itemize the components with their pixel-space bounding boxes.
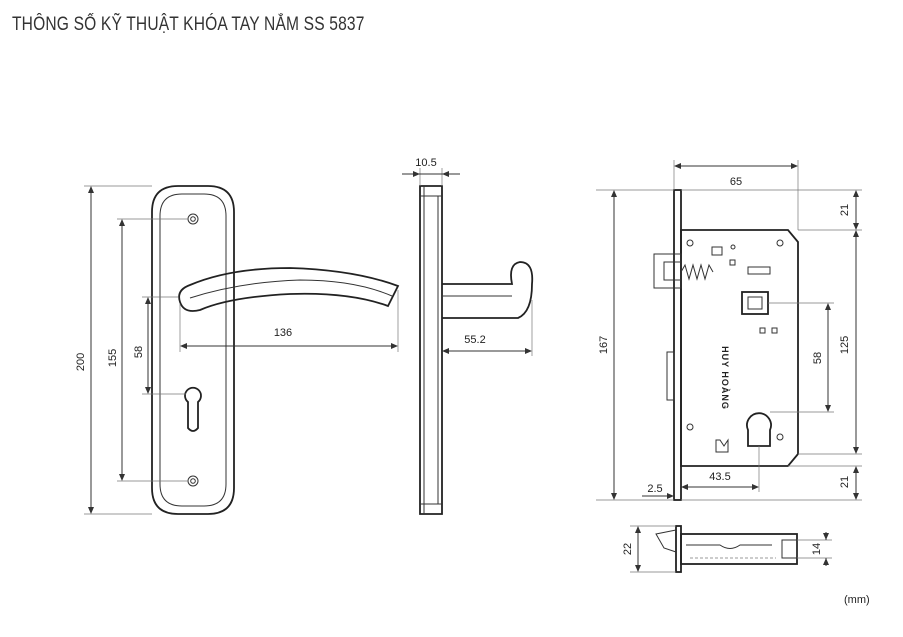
cylinder-keyhole xyxy=(184,386,202,432)
latch-bolt xyxy=(653,253,682,289)
cylinder-cutout xyxy=(746,412,772,447)
top-screw-hole xyxy=(187,213,199,225)
dim-handle-length: 136 xyxy=(274,327,292,339)
dim-plate-height: 200 xyxy=(75,353,87,371)
spindle-hole xyxy=(741,291,769,315)
bottom-case xyxy=(680,533,798,565)
dim-bottom-latch: 14 xyxy=(811,543,823,555)
dim-center-to-cylinder: 58 xyxy=(133,346,145,358)
dim-screw-spacing: 155 xyxy=(107,349,119,367)
dim-lock-height: 167 xyxy=(598,336,610,354)
dim-backset: 43.5 xyxy=(709,471,730,483)
brand-mark: HUY HOÀNG xyxy=(720,346,730,410)
front-view: 200 155 58 136 xyxy=(75,185,400,515)
dim-faceplate: 2.5 xyxy=(647,483,662,495)
unit-label: (mm) xyxy=(844,594,870,606)
bottom-view: 22 14 xyxy=(622,525,832,573)
escutcheon-plate xyxy=(151,185,235,515)
bottom-screw-hole xyxy=(187,475,199,487)
side-view: 10.5 55.2 xyxy=(402,157,534,515)
dim-bottom-width: 22 xyxy=(622,543,634,555)
side-plate xyxy=(419,185,443,515)
spring xyxy=(680,263,714,281)
page-title: THÔNG SỐ KỸ THUẬT KHÓA TAY NẮM SS 5837 xyxy=(12,14,365,35)
lock-case xyxy=(680,229,799,467)
mortise-body-view: HUY HOÀNG 65 167 21 125 xyxy=(596,160,862,501)
faceplate xyxy=(673,189,682,501)
dim-bottom-offset: 21 xyxy=(839,476,851,488)
dim-inner-height: 125 xyxy=(839,336,851,354)
dim-body-width: 65 xyxy=(730,176,742,188)
dim-top-offset: 21 xyxy=(839,204,851,216)
dim-side-thickness: 10.5 xyxy=(415,157,436,169)
dim-cylinder-distance: 58 xyxy=(812,352,824,364)
lever-handle xyxy=(178,267,400,312)
side-handle xyxy=(442,261,534,319)
bottom-latch xyxy=(655,529,677,553)
dim-handle-projection: 55.2 xyxy=(464,334,485,346)
